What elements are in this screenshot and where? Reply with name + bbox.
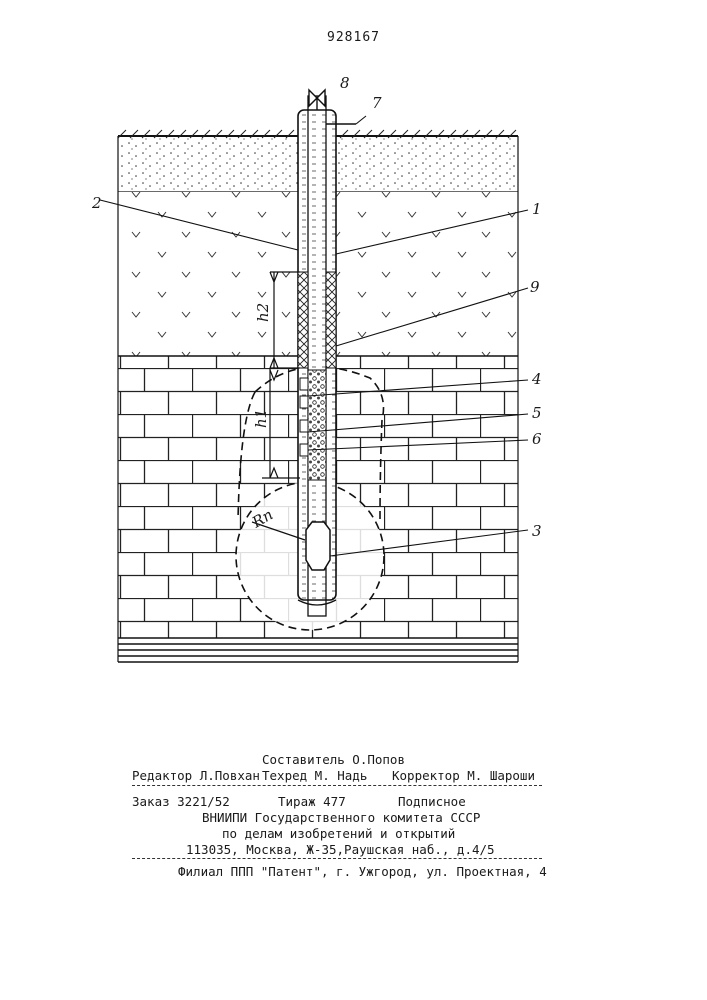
imprint-org: ВНИИПИ Государственного комитета СССР (202, 810, 480, 825)
label-5: 5 (532, 404, 542, 422)
valve-icon (309, 90, 325, 110)
divider-1 (132, 785, 542, 786)
imprint-techred: Техред М. Надь (262, 768, 367, 783)
well-diagram: 1 2 3 4 5 6 7 8 9 h2 h1 Rп (0, 0, 707, 720)
label-2: 2 (91, 194, 102, 212)
label-8: 8 (340, 74, 350, 92)
imprint-corrector: Корректор М. Шароши (392, 768, 535, 783)
pump-body (306, 522, 330, 570)
imprint-compiler: Составитель О.Попов (262, 752, 405, 767)
imprint-run: Тираж 477 (278, 794, 346, 809)
imprint-address: 113035, Москва, Ж-35,Раушская наб., д.4/… (186, 842, 495, 857)
label-7: 7 (372, 94, 382, 112)
label-h2: h2 (254, 303, 272, 322)
label-1: 1 (532, 200, 542, 218)
imprint-org-2: по делам изобретений и открытий (222, 826, 455, 841)
label-6: 6 (532, 430, 542, 448)
imprint-subscription: Подписное (398, 794, 466, 809)
imprint-editor: Редактор Л.Повхан (132, 768, 260, 783)
imprint-branch: Филиал ППП "Патент", г. Ужгород, ул. Про… (178, 864, 547, 879)
imprint-order: Заказ 3221/52 (132, 794, 230, 809)
label-3: 3 (532, 522, 542, 540)
label-9: 9 (530, 278, 540, 296)
divider-2 (132, 858, 542, 859)
label-h1: h1 (252, 409, 270, 428)
label-4: 4 (531, 370, 542, 388)
